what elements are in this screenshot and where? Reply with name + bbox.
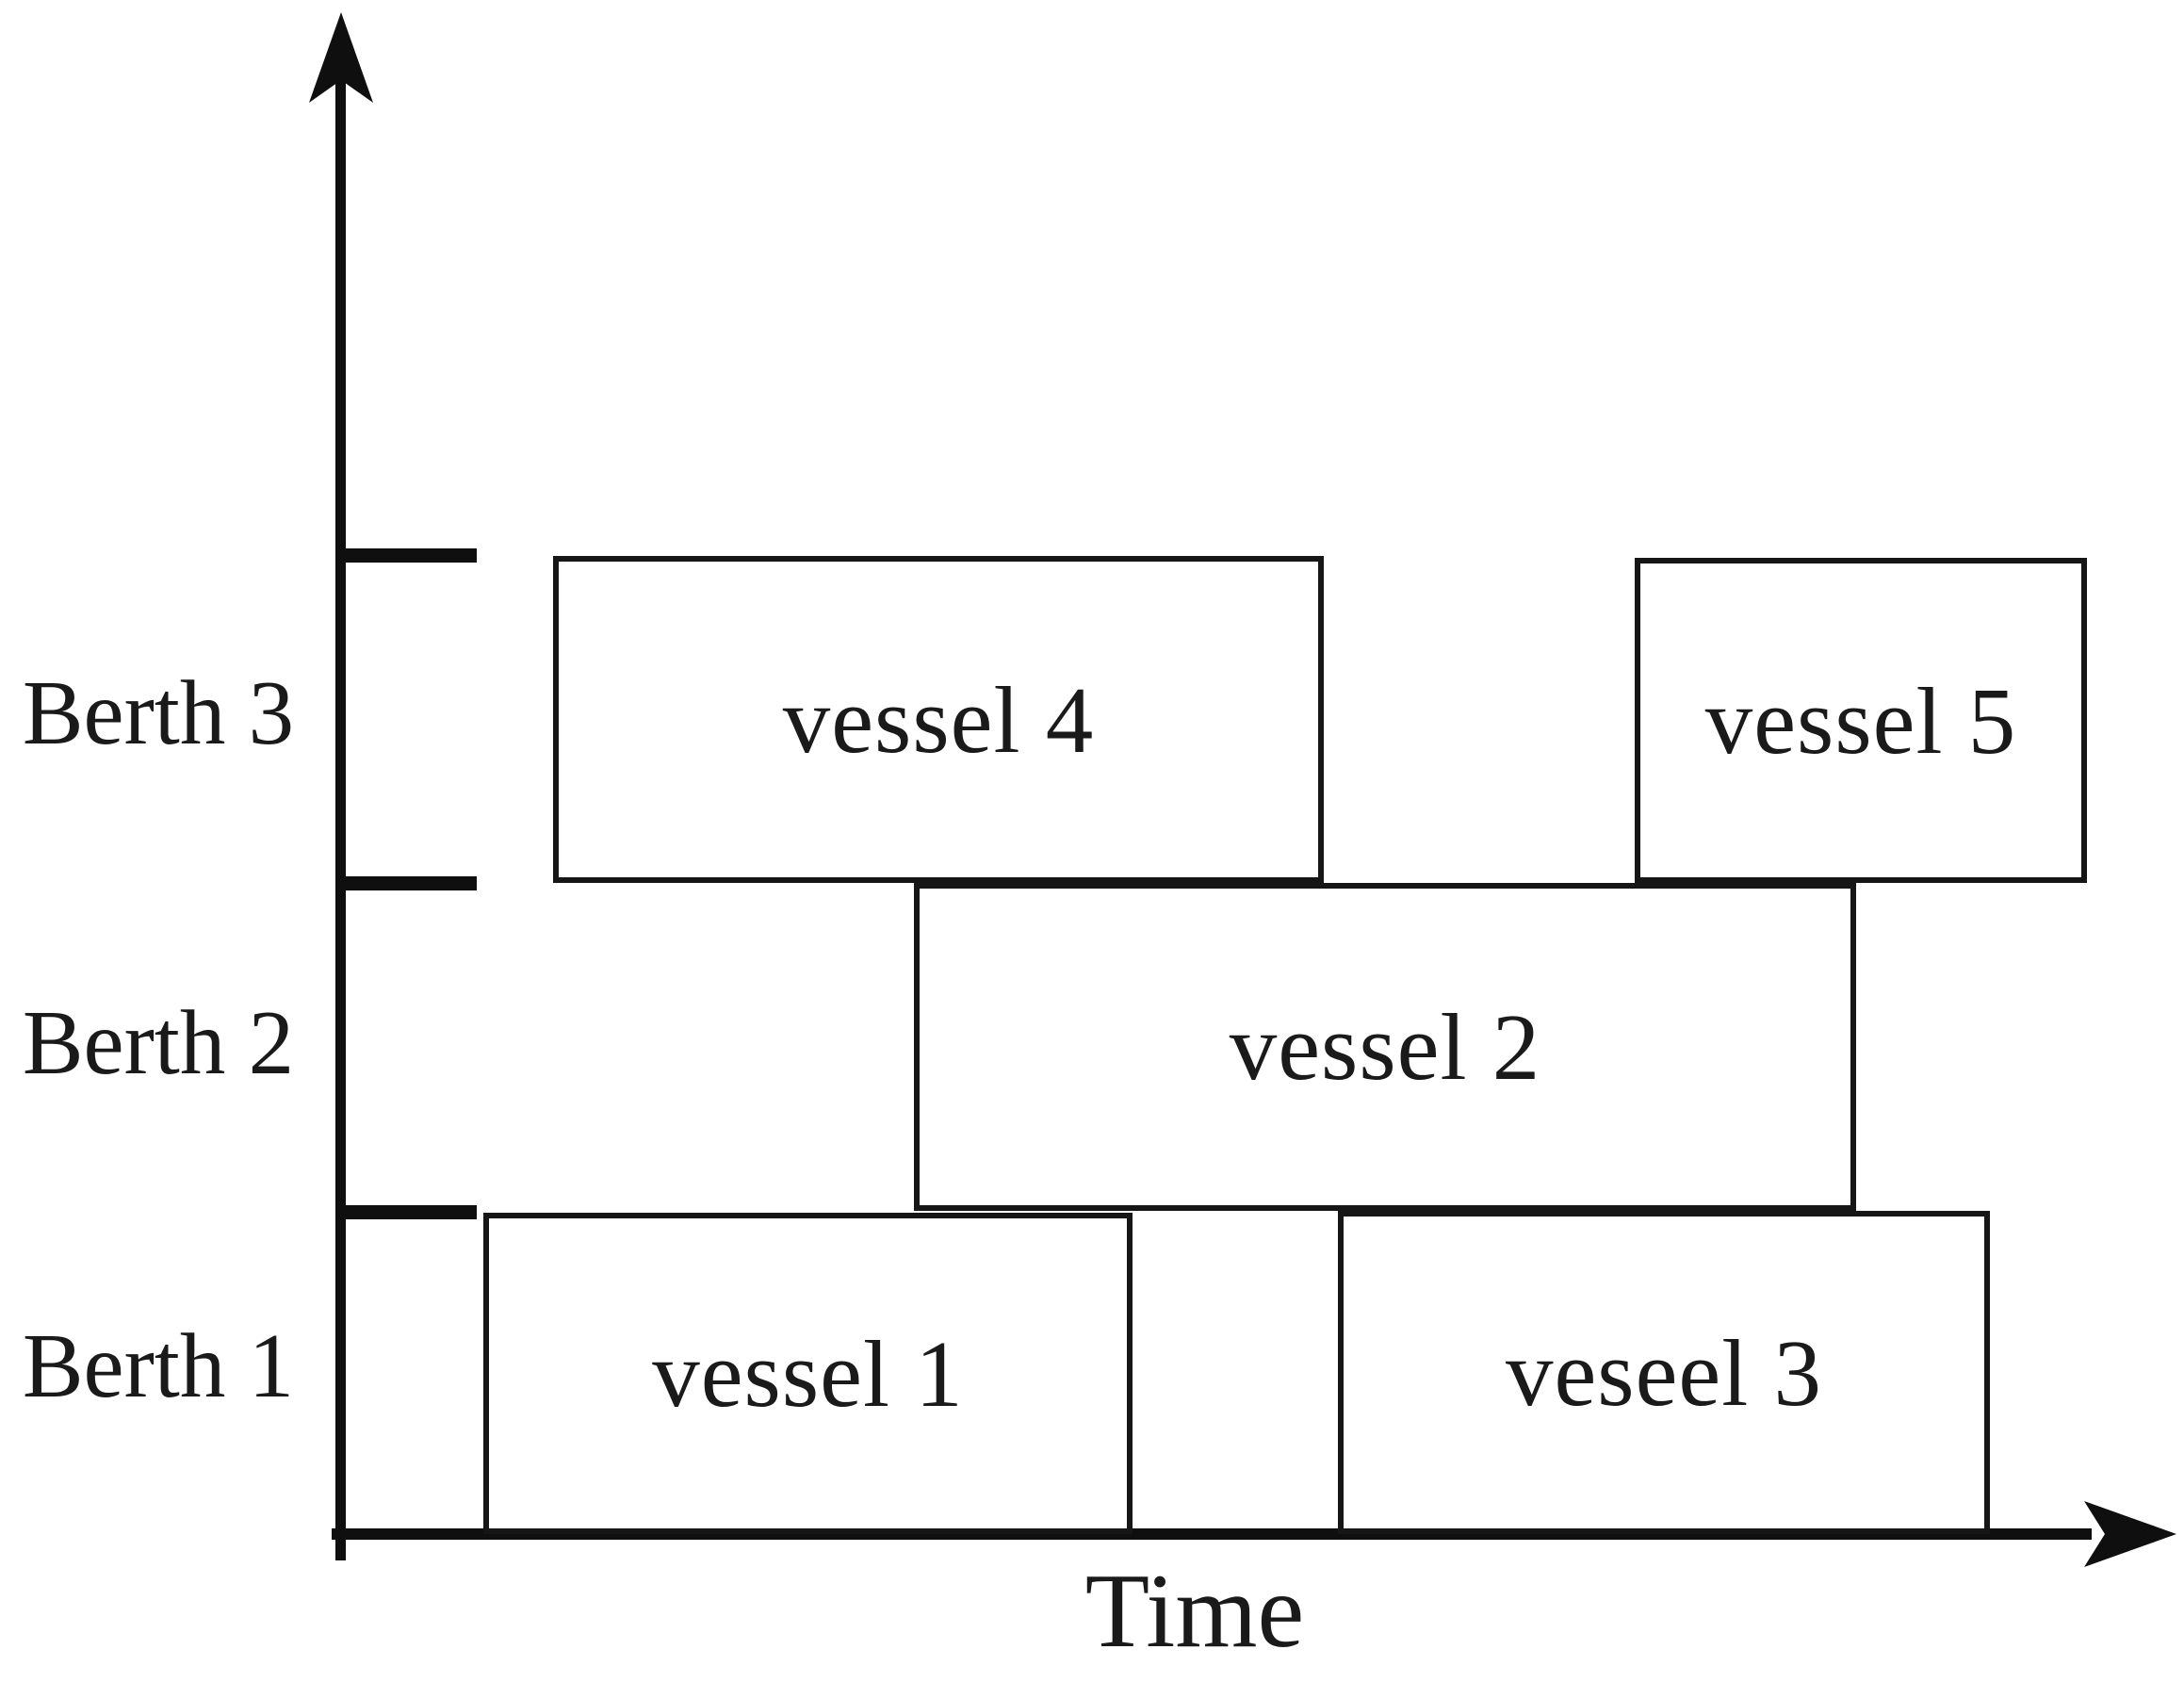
y-axis-tick <box>337 548 477 563</box>
vessel-box: vessel 5 <box>1635 558 2087 883</box>
vessel-label: vessel 5 <box>1704 667 2017 774</box>
vessel-label: vessel 2 <box>1229 994 1541 1100</box>
vessel-box: vessel 1 <box>483 1213 1133 1534</box>
y-axis-tick <box>337 1205 477 1219</box>
x-axis-arrowhead <box>2084 1501 2176 1567</box>
vessel-box: veseel 3 <box>1338 1211 1990 1534</box>
vessel-label: vessel 1 <box>652 1320 964 1427</box>
y-axis-line <box>335 55 346 1560</box>
vessel-label: vessel 4 <box>782 666 1095 773</box>
vessel-box: vessel 4 <box>553 556 1324 883</box>
berth-label: Berth 2 <box>22 992 295 1093</box>
berth-label: Berth 3 <box>22 662 295 763</box>
berth-label: Berth 1 <box>22 1315 295 1416</box>
vessel-label: veseel 3 <box>1505 1319 1823 1426</box>
x-axis-title: Time <box>1084 1553 1305 1670</box>
y-axis-tick <box>337 876 477 890</box>
vessel-box: vessel 2 <box>914 883 1856 1211</box>
